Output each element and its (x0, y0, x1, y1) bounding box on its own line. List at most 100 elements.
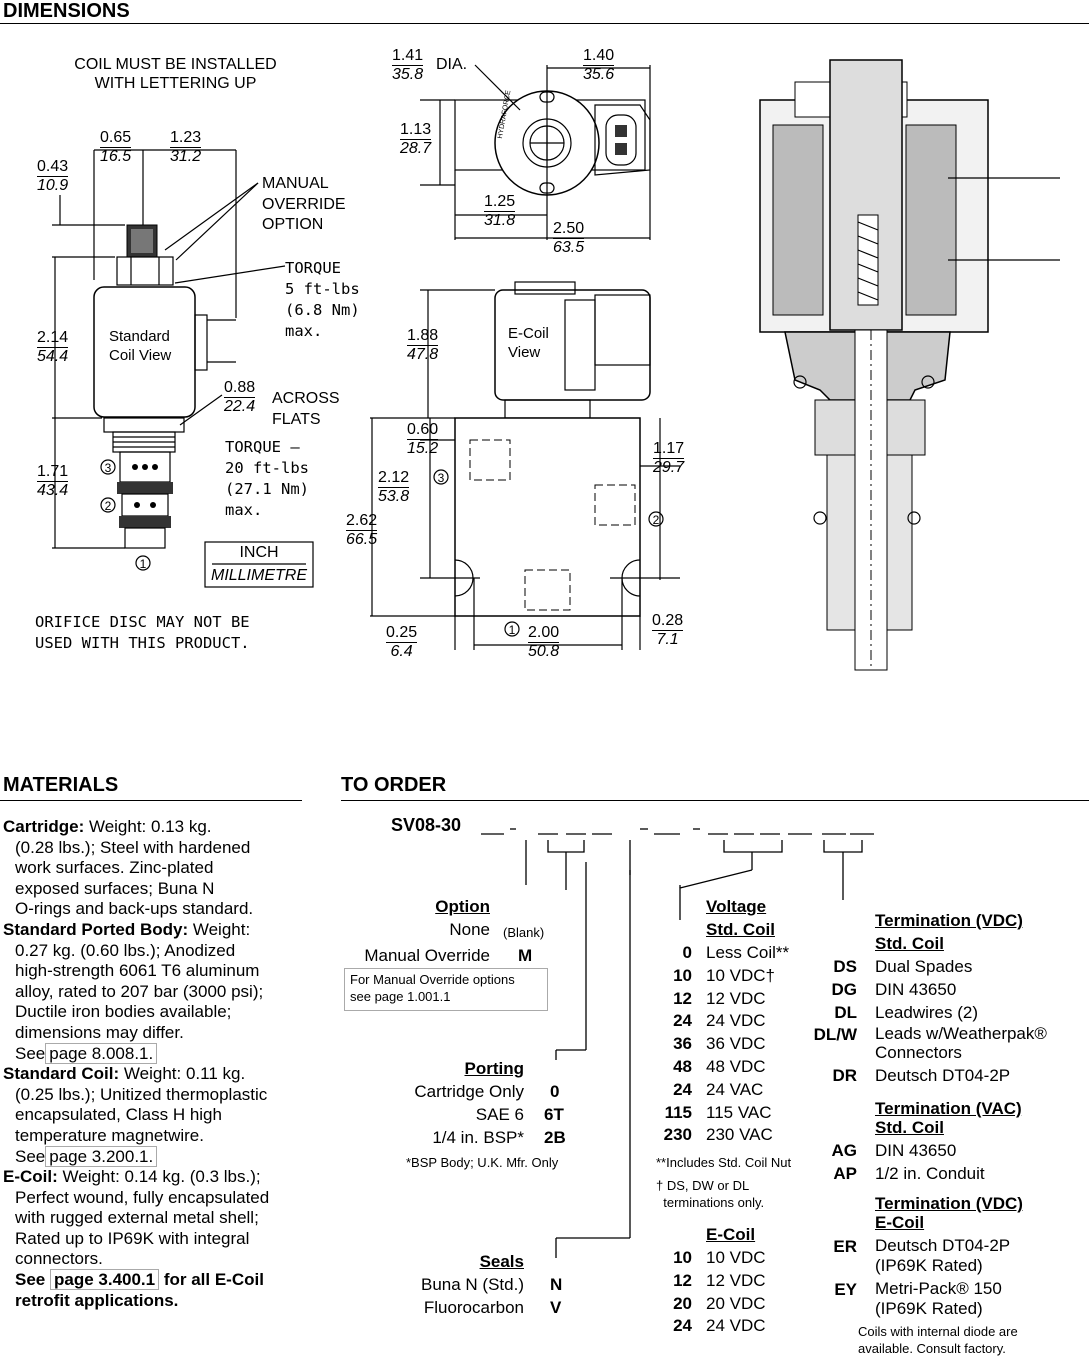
voltage-note-1: **Includes Std. Coil Nut (656, 1155, 792, 1170)
brand-text: HYDRAFORCE (497, 89, 513, 140)
ecoil-value: 24 VDC (706, 1316, 766, 1336)
materials-title: MATERIALS (3, 774, 119, 796)
torque-cartridge-label: TORQUE – 20 ft-lbs (27.1 Nm) max. (225, 438, 309, 519)
coil-weight: Weight: 0.11 kg. (119, 1064, 246, 1084)
dim-125-inch: 1.25 (484, 193, 516, 210)
voltage-value: 115 VAC (706, 1102, 772, 1122)
body-weight: Weight: (188, 919, 251, 939)
ecoil-value: 20 VDC (706, 1293, 766, 1313)
dim-200-inch: 2.00 (528, 624, 560, 641)
dim-141-mm: 35.8 (392, 65, 424, 83)
option-blank: (Blank) (503, 925, 545, 940)
dim-214-inch: 2.14 (37, 329, 69, 346)
brand-mark: HYDRAFORCE (497, 90, 597, 188)
dim-117-inch: 1.17 (653, 440, 685, 457)
dim-088-mm: 22.4 (224, 397, 256, 415)
porting-row-2-code: 2B (544, 1128, 566, 1147)
dimensions-rule (0, 23, 1089, 24)
body-see: See (15, 1043, 46, 1063)
option-mo-code: M (518, 946, 533, 965)
term-vac-sub-text: Std. Coil (875, 1118, 944, 1137)
dim-088-inch: 0.88 (224, 379, 256, 396)
voltage-value: 24 VAC (706, 1079, 764, 1099)
body-label: Standard Ported Body: (3, 919, 189, 939)
term-vdc-heading-text: Termination (VDC) (875, 911, 1023, 930)
ecoil-page-link[interactable]: page 3.400.1 (49, 1269, 160, 1291)
order-title: TO ORDER (341, 774, 447, 796)
torque-coil-label: TORQUE 5 ft-lbs (6.8 Nm) max. (285, 259, 360, 340)
porting-heading: Porting (430, 1058, 525, 1081)
ecoil-line: Rated up to IP69K with integral (15, 1228, 250, 1248)
dim-028-inch: 0.28 (652, 612, 684, 629)
voltage-value: Less Coil** (706, 943, 790, 962)
dim-250-mm: 63.5 (553, 238, 585, 256)
ecoil-body-drawing (370, 281, 680, 650)
coil-page-link[interactable]: page 3.200.1. (45, 1145, 158, 1167)
cross-section-drawing (759, 59, 1060, 671)
porting-note: *BSP Body; U.K. Mfr. Only (406, 1155, 559, 1170)
dim-262-mm: 66.5 (346, 530, 378, 548)
voltage-code: 36 (673, 1034, 692, 1054)
coil-line: encapsulated, Class H high (15, 1105, 222, 1125)
term-vdc-heading: Termination (VDC) (875, 910, 1023, 933)
voltage-sub-text: Std. Coil (706, 920, 775, 939)
term-ecoil-heading: Termination (VDC) (875, 1193, 1023, 1216)
ecoil-line: with rugged external metal shell; (15, 1208, 259, 1228)
dim-025-inch: 0.25 (386, 624, 418, 641)
coil-label: Standard Coil: (3, 1064, 120, 1084)
ecoil-code: 24 (673, 1316, 692, 1336)
dia-label: DIA. (436, 56, 468, 73)
ecoil-label: E-Coil: (3, 1167, 58, 1187)
voltage-code: 230 (663, 1125, 692, 1145)
dim-140-mm: 35.6 (583, 65, 615, 83)
dim-123-mm: 31.2 (170, 147, 202, 165)
term-vac-heading-text: Termination (VAC) (875, 1099, 1022, 1118)
voltage-note-2: † DS, DW or DL terminations only. (656, 1178, 765, 1210)
model-code: SV08-30 (391, 815, 462, 835)
body-page-link[interactable]: page 8.008.1. (45, 1042, 158, 1064)
dim-060-mm: 15.2 (407, 439, 439, 457)
coil-line: temperature magnetwire. (15, 1125, 204, 1145)
ecoil-code: 20 (673, 1293, 692, 1313)
port-2-label: 2 (104, 499, 112, 513)
option-heading-text: Option (435, 897, 490, 916)
dim-117-mm: 29.7 (653, 458, 685, 476)
body-line: alloy, rated to 207 bar (3000 psi); (15, 981, 264, 1001)
cartridge-line: exposed surfaces; Buna N (15, 878, 215, 898)
dim-060-inch: 0.60 (407, 421, 439, 438)
cartridge-line: O-rings and back-ups standard. (15, 899, 254, 919)
voltage-code: 115 (664, 1102, 692, 1122)
voltage-value: 48 VDC (706, 1056, 766, 1076)
dimensions-title: DIMENSIONS (3, 0, 130, 22)
body-line: high-strength 6061 T6 aluminum (15, 961, 260, 981)
ecoil-value: 10 VDC (706, 1248, 766, 1267)
term-code: DG (831, 979, 858, 999)
option-mo: Manual Override (364, 946, 490, 965)
manual-override-label: MANUAL OVERRIDE OPTION (262, 175, 346, 233)
voltage-sub: Std. Coil (706, 919, 775, 942)
dim-123-inch: 1.23 (170, 129, 202, 146)
ecoil-tail: for all E-Coil (159, 1270, 264, 1290)
dim-250-inch: 2.50 (553, 220, 585, 237)
body-port-1-label: 1 (508, 623, 516, 637)
order-rule (341, 800, 1089, 801)
